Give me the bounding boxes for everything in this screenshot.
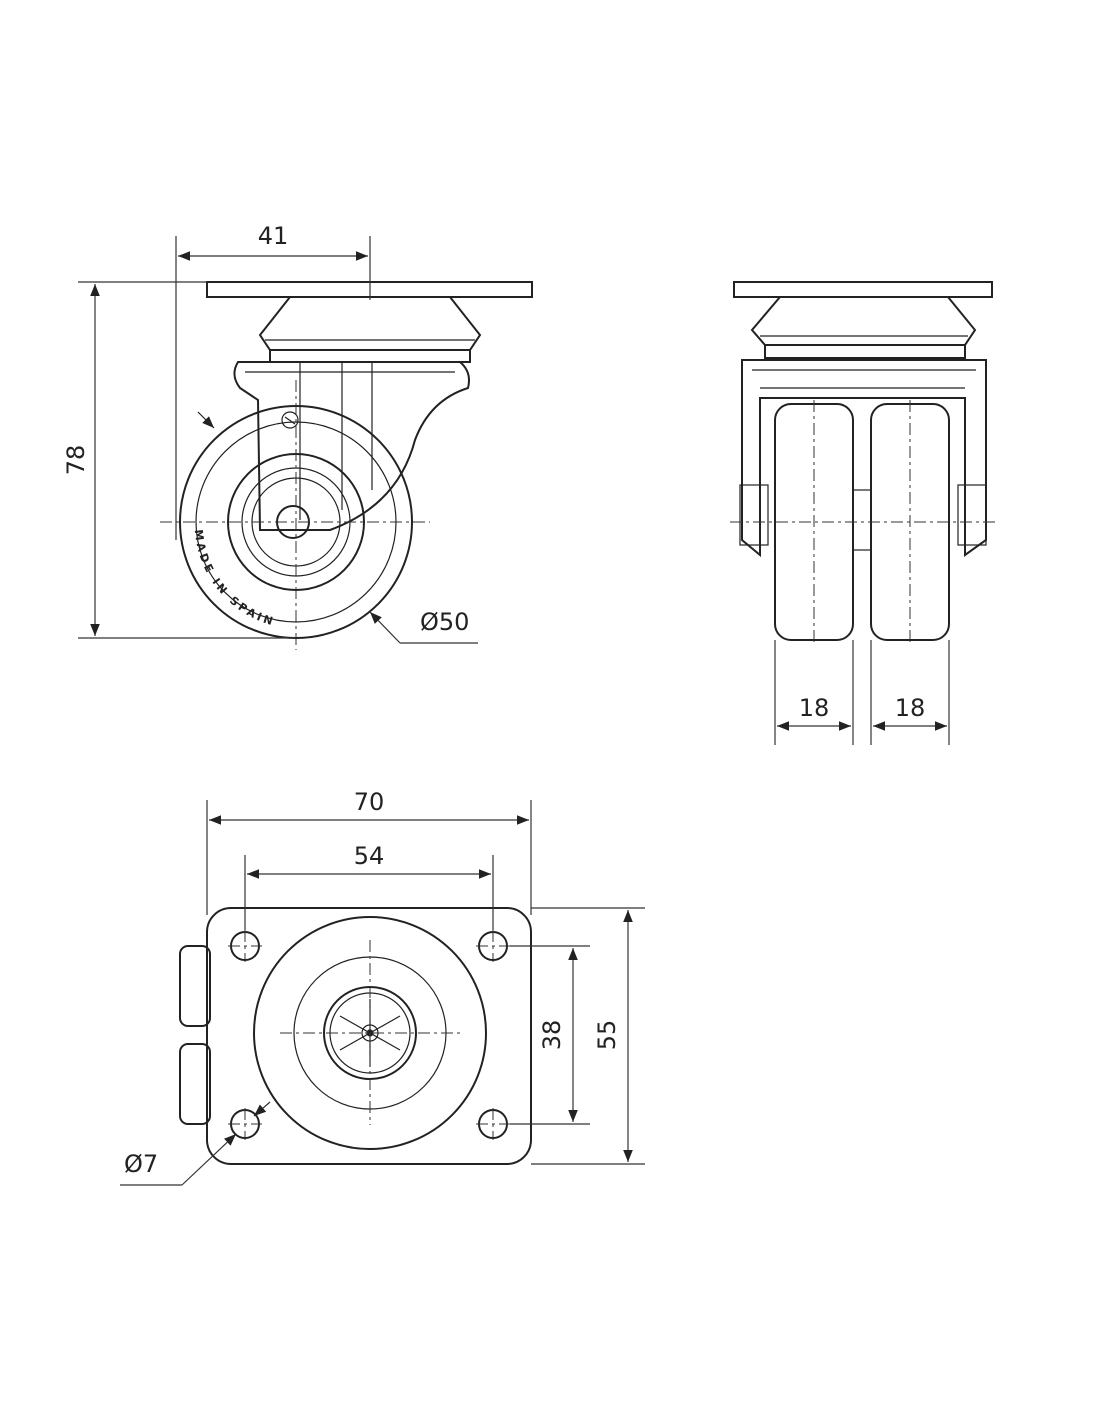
top-tab-lower	[179, 1043, 211, 1125]
side-dimension-diameter-50: Ø50	[369, 608, 478, 644]
top-dimension-38: 38	[510, 945, 590, 1125]
front-dimension-18-right: 18	[870, 640, 950, 745]
top-view	[179, 907, 532, 1165]
dim-label-38: 38	[538, 1020, 566, 1051]
front-view	[730, 281, 995, 645]
dim-label-78: 78	[62, 445, 90, 476]
top-dimension-diameter-7: Ø7	[120, 1101, 271, 1186]
dim-label-55: 55	[593, 1020, 621, 1051]
front-top-plate	[733, 281, 993, 298]
top-swivel-ring	[253, 916, 487, 1150]
front-dimension-18-left: 18	[774, 640, 854, 745]
top-tab-upper	[179, 945, 211, 1027]
side-swivel-head	[258, 296, 482, 351]
side-dimension-78: 78	[62, 281, 296, 639]
wheel-marking: MADE IN SPAIN	[192, 529, 277, 629]
dim-label-41: 41	[258, 222, 289, 250]
dim-label-diameter-50: Ø50	[420, 608, 469, 636]
top-dimension-55: 55	[531, 907, 645, 1165]
dim-label-54: 54	[354, 842, 385, 870]
top-dimension-54: 54	[244, 842, 494, 930]
side-view: MADE IN SPAIN	[160, 281, 533, 650]
front-swivel-head	[750, 296, 977, 346]
side-fork	[233, 361, 470, 531]
dim-label-diameter-7: Ø7	[124, 1150, 158, 1178]
dim-label-18-right: 18	[895, 694, 926, 722]
side-dimension-41: 41	[175, 222, 371, 540]
top-plate	[206, 907, 532, 1165]
dim-label-70: 70	[354, 788, 385, 816]
dim-label-18-left: 18	[799, 694, 830, 722]
side-rivet	[281, 411, 299, 429]
top-dimension-70: 70	[206, 788, 532, 915]
